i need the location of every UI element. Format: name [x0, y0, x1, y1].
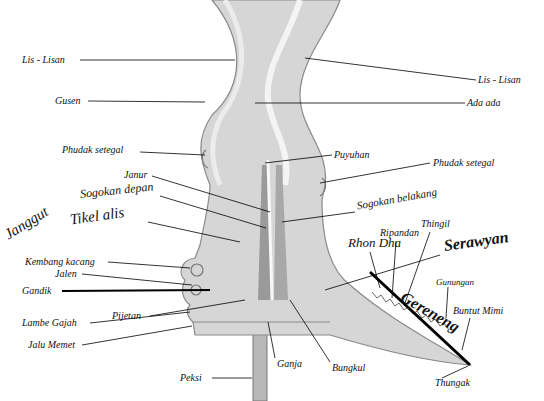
leader-lines: [80, 58, 476, 378]
part-label: Phudak setegal: [433, 158, 494, 168]
sogokan-groove: [274, 165, 288, 300]
kembang-kacang-curl: [191, 264, 203, 276]
part-label: Buntut Mimi: [453, 306, 503, 316]
part-label: Lambe Gajah: [22, 318, 77, 328]
part-label: Ganja: [277, 359, 302, 369]
part-label: Bungkul: [332, 363, 365, 373]
gusen-band: [213, 0, 242, 185]
part-label: Pijetan: [112, 311, 141, 321]
part-label: Rhon Dha: [348, 236, 401, 249]
part-label: Serawyan: [443, 229, 510, 254]
peksi-tang: [253, 333, 267, 401]
part-label: Janur: [124, 170, 147, 180]
part-label: Gunungan: [436, 278, 474, 287]
part-label: Gusen: [55, 96, 81, 106]
part-label: Peksi: [180, 373, 202, 383]
part-label: Puyuhan: [334, 150, 370, 160]
part-label: Jalu Memet: [28, 340, 75, 350]
blade-outline: [181, 0, 470, 365]
part-label: Lis - Lisan: [22, 55, 65, 65]
part-label: Tikel alis: [69, 205, 125, 227]
part-label: Sogokan belakang: [356, 187, 438, 212]
part-label: Ada ada: [467, 98, 501, 108]
janur-ridge: [268, 160, 272, 300]
part-label: Phudak setegal: [62, 145, 123, 155]
part-label: Thingil: [421, 219, 450, 229]
part-label: Thungak: [435, 378, 470, 388]
part-label: Sogokan depan: [79, 180, 154, 200]
part-label: Kembang kacang: [25, 257, 95, 267]
part-label: Gandik: [22, 286, 51, 296]
phudak-setegal: [320, 178, 326, 196]
part-label: Jalen: [55, 269, 77, 279]
part-label: Janggut: [2, 204, 51, 242]
gandik-leader: [62, 290, 210, 291]
ganja-line: [192, 322, 330, 323]
ada-ada-ridge: [268, 0, 300, 185]
phudak-setegal: [202, 150, 208, 168]
part-label: Lis - Lisan: [478, 75, 521, 85]
